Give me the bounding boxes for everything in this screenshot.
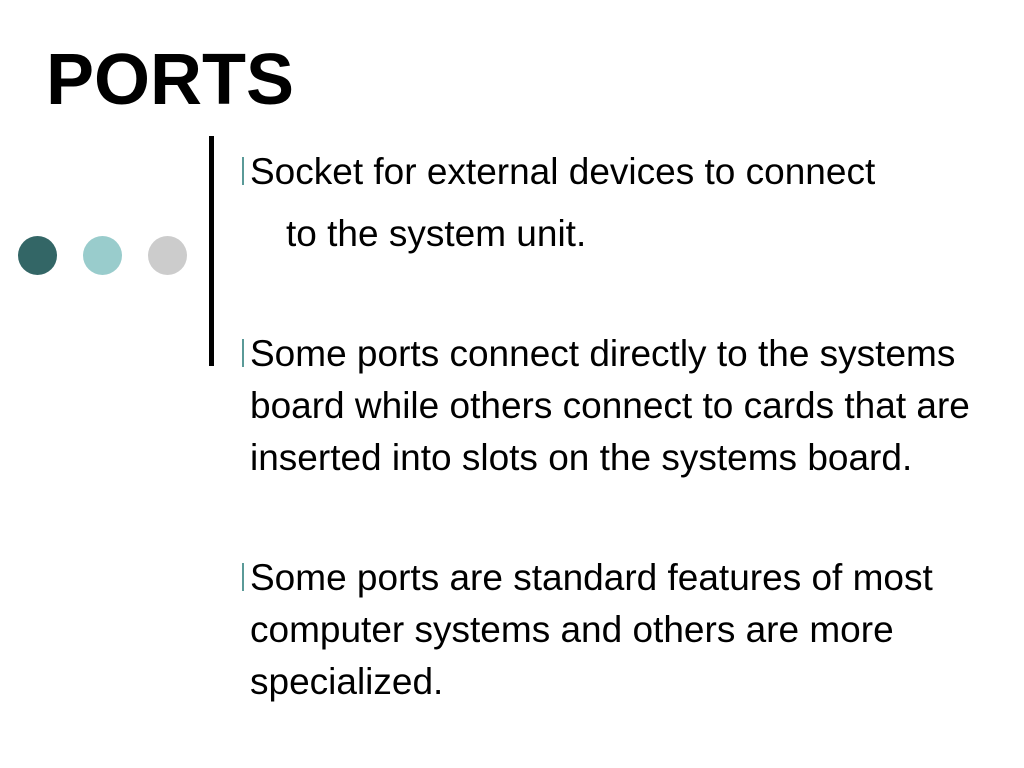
bullet-marker-icon: [242, 563, 244, 591]
vertical-divider: [209, 136, 214, 366]
gray-circle-icon: [148, 236, 187, 275]
slide-title: PORTS: [46, 40, 295, 120]
bullet-text: Some ports connect directly to the syste…: [250, 333, 970, 478]
bullet-text-continuation: to the system unit.: [286, 213, 587, 254]
light-teal-circle-icon: [83, 236, 122, 275]
bullet-item: Socket for external devices to connect t…: [242, 146, 1010, 260]
bullet-item: Some ports connect directly to the syste…: [242, 328, 1010, 484]
decorative-dots: [18, 236, 187, 275]
bullet-marker-icon: [242, 157, 244, 185]
bullet-text: Some ports are standard features of most…: [250, 557, 933, 702]
bullet-text: Socket for external devices to connect: [250, 151, 876, 192]
bullet-item: Some ports are standard features of most…: [242, 552, 1010, 708]
bullet-list: Socket for external devices to connect t…: [242, 146, 1010, 708]
dark-teal-circle-icon: [18, 236, 57, 275]
bullet-marker-icon: [242, 339, 244, 367]
